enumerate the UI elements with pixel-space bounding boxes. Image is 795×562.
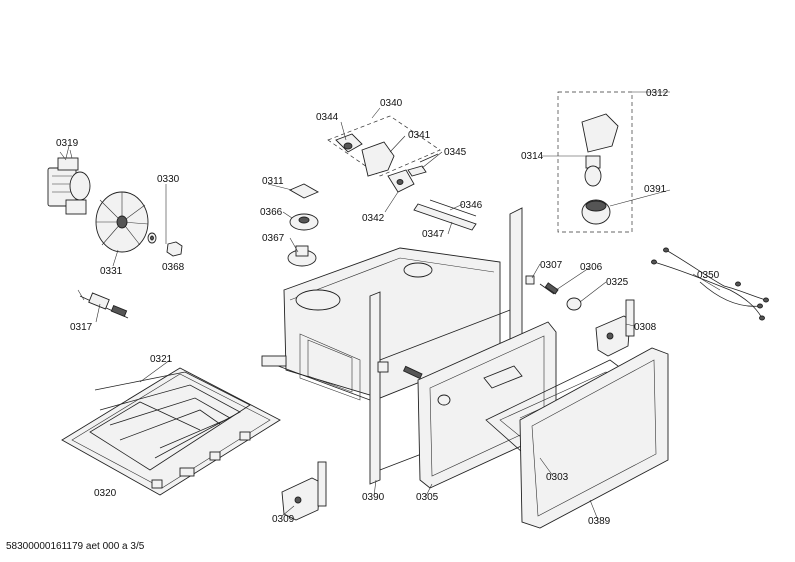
part-label-0366: 0366 bbox=[260, 207, 283, 218]
part-label-0317: 0317 bbox=[70, 322, 93, 333]
part-label-0305: 0305 bbox=[416, 492, 439, 503]
oven-lamp-group-drawing bbox=[557, 91, 633, 233]
part-label-0331: 0331 bbox=[100, 266, 123, 277]
knob-assembly-drawing bbox=[287, 183, 320, 267]
leader-lines bbox=[65, 91, 721, 521]
part-label-0325: 0325 bbox=[606, 277, 629, 288]
part-label-0321: 0321 bbox=[150, 354, 173, 365]
part-label-0345: 0345 bbox=[444, 147, 467, 158]
part-labels: 0319 0330 0331 0368 0317 0321 0320 0344 … bbox=[56, 88, 720, 527]
sensor-drawing bbox=[77, 289, 129, 319]
part-label-0303: 0303 bbox=[546, 472, 569, 483]
document-footer: 58300000161179 aet 000 a 3/5 bbox=[6, 541, 145, 552]
fan-motor-drawing bbox=[47, 149, 91, 215]
part-label-0391: 0391 bbox=[644, 184, 667, 195]
part-label-0306: 0306 bbox=[580, 262, 603, 273]
control-switch-group-drawing bbox=[327, 115, 441, 193]
part-label-0307: 0307 bbox=[540, 260, 563, 271]
washer-and-nut-drawing bbox=[147, 232, 183, 257]
part-label-0342: 0342 bbox=[362, 213, 385, 224]
wiring-harness-drawing bbox=[651, 247, 769, 321]
part-label-0311: 0311 bbox=[262, 176, 284, 187]
oven-cavity-drawing bbox=[261, 207, 523, 485]
part-label-0320: 0320 bbox=[94, 488, 117, 499]
screws-drawing bbox=[377, 275, 582, 380]
part-label-0347: 0347 bbox=[422, 229, 445, 240]
part-label-0390: 0390 bbox=[362, 492, 385, 503]
part-label-0341: 0341 bbox=[408, 130, 431, 141]
mounting-rail-drawing bbox=[413, 199, 477, 231]
part-label-0340: 0340 bbox=[380, 98, 403, 109]
part-label-0314: 0314 bbox=[521, 151, 544, 162]
oven-door-drawing bbox=[519, 347, 669, 529]
part-label-0389: 0389 bbox=[588, 516, 611, 527]
part-label-0367: 0367 bbox=[262, 233, 285, 244]
part-label-0312: 0312 bbox=[646, 88, 669, 99]
part-label-0319: 0319 bbox=[56, 138, 79, 149]
part-label-0330: 0330 bbox=[157, 174, 180, 185]
part-label-0309: 0309 bbox=[272, 514, 295, 525]
part-label-0344: 0344 bbox=[316, 112, 339, 123]
part-label-0368: 0368 bbox=[162, 262, 185, 273]
grill-element-drawing bbox=[61, 367, 281, 496]
door-hinge-right-drawing bbox=[595, 299, 635, 357]
part-label-0350: 0350 bbox=[697, 270, 720, 281]
door-hinge-left-drawing bbox=[281, 461, 327, 521]
part-label-0308: 0308 bbox=[634, 322, 657, 333]
part-label-0346: 0346 bbox=[460, 200, 483, 211]
fan-wheel-drawing bbox=[95, 191, 149, 253]
